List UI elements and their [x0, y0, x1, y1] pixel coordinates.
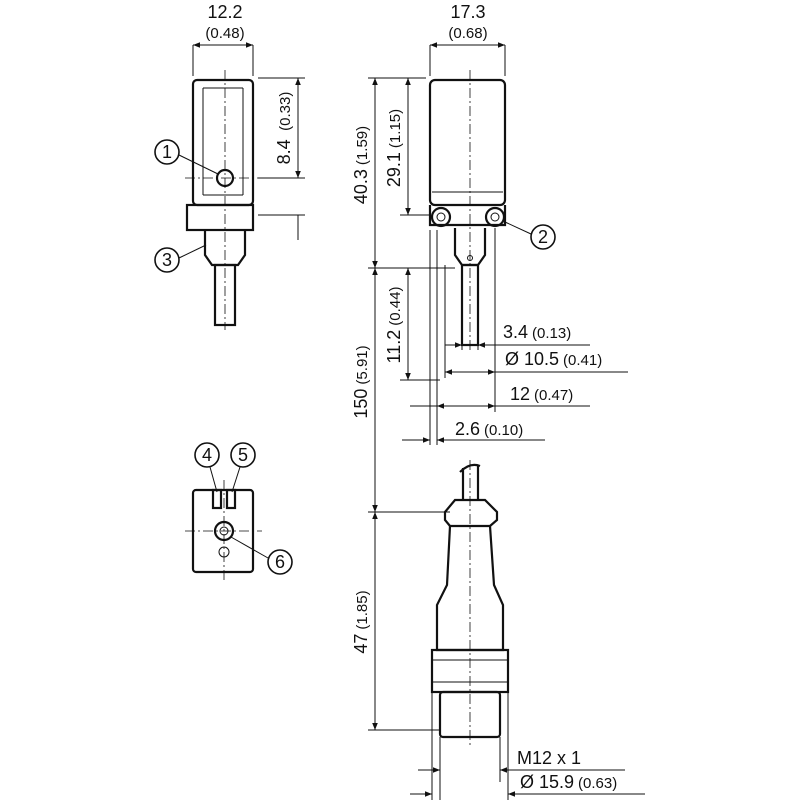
dim-value: 29.1: [384, 152, 404, 187]
callout-1: 1: [162, 142, 172, 162]
svg-text:47(1.85): 47 (1.85): [351, 590, 371, 653]
dim-inch: (0.68): [448, 25, 487, 42]
dim-value: 40.3: [351, 169, 371, 204]
callout-4: 4: [202, 445, 212, 465]
svg-text:8.4 (0.33): 8.4 (0.33): [274, 92, 294, 165]
dim-optical-axis: 8.4 (0.33): [258, 77, 305, 240]
dim-value: 47: [351, 634, 371, 654]
svg-text:Ø 15.9(0.63): Ø 15.9(0.63): [520, 772, 617, 792]
dim-inch: (5.91): [354, 345, 371, 384]
svg-text:29.1(1.15): 29.1 (1.15): [384, 109, 404, 187]
callout-5: 5: [238, 445, 248, 465]
dim-value: 12.2: [207, 2, 242, 22]
svg-text:150(5.91): 150 (5.91): [351, 345, 371, 418]
dim-inch: (0.33): [277, 92, 294, 131]
dim-inch: (0.13): [532, 325, 571, 342]
callouts: 1 2 3 4 5 6: [154, 139, 556, 575]
dim-inch: (1.15): [387, 109, 404, 148]
dim-inch: (0.48): [205, 25, 244, 42]
side-view: [185, 70, 265, 330]
dim-inch: (0.47): [534, 387, 573, 404]
dim-value: 3.4: [503, 322, 528, 342]
horizontal-dims: 3.4(0.13) Ø 10.5(0.41) 12(0.47) 2.6(0.10…: [402, 228, 628, 445]
svg-text:2.6(0.10): 2.6(0.10): [455, 419, 523, 439]
dim-thread-and-plug: M12 x 1 Ø 15.9(0.63): [410, 692, 645, 800]
dim-inch: (1.59): [354, 126, 371, 165]
front-view: [428, 70, 507, 350]
dim-value: Ø 15.9: [520, 772, 574, 792]
svg-text:12(0.47): 12(0.47): [510, 384, 573, 404]
dim-value: 2.6: [455, 419, 480, 439]
connector-plug: [430, 460, 510, 745]
dim-value: 150: [351, 389, 371, 419]
top-view: [185, 480, 262, 580]
dim-inch: (0.10): [484, 422, 523, 439]
dim-inch: (1.85): [354, 590, 371, 629]
dim-value: Ø 10.5: [505, 349, 559, 369]
callout-2: 2: [538, 227, 548, 247]
dim-width-front: 17.3 (0.68): [429, 2, 506, 76]
dim-value: 12: [510, 384, 530, 404]
svg-text:40.3(1.59): 40.3 (1.59): [351, 126, 371, 204]
callout-3: 3: [162, 250, 172, 270]
dim-value: 11.2: [384, 330, 404, 364]
dim-value: 17.3: [450, 2, 485, 22]
svg-text:11.2(0.44): 11.2 (0.44): [384, 287, 404, 364]
dim-width-side: 12.2 (0.48): [192, 2, 254, 76]
dim-value: 8.4: [274, 139, 294, 164]
thread-label: M12 x 1: [517, 748, 581, 768]
dim-inch: (0.63): [578, 775, 617, 792]
dim-inch: (0.44): [387, 287, 404, 326]
svg-text:Ø 10.5(0.41): Ø 10.5(0.41): [505, 349, 602, 369]
dim-inch: (0.41): [563, 352, 602, 369]
svg-text:3.4(0.13): 3.4(0.13): [503, 322, 571, 342]
vertical-dims: 40.3 (1.59) 29.1 (1.15) 11.2 (0.44) 150 (5.9…: [351, 77, 455, 731]
callout-6: 6: [275, 552, 285, 572]
